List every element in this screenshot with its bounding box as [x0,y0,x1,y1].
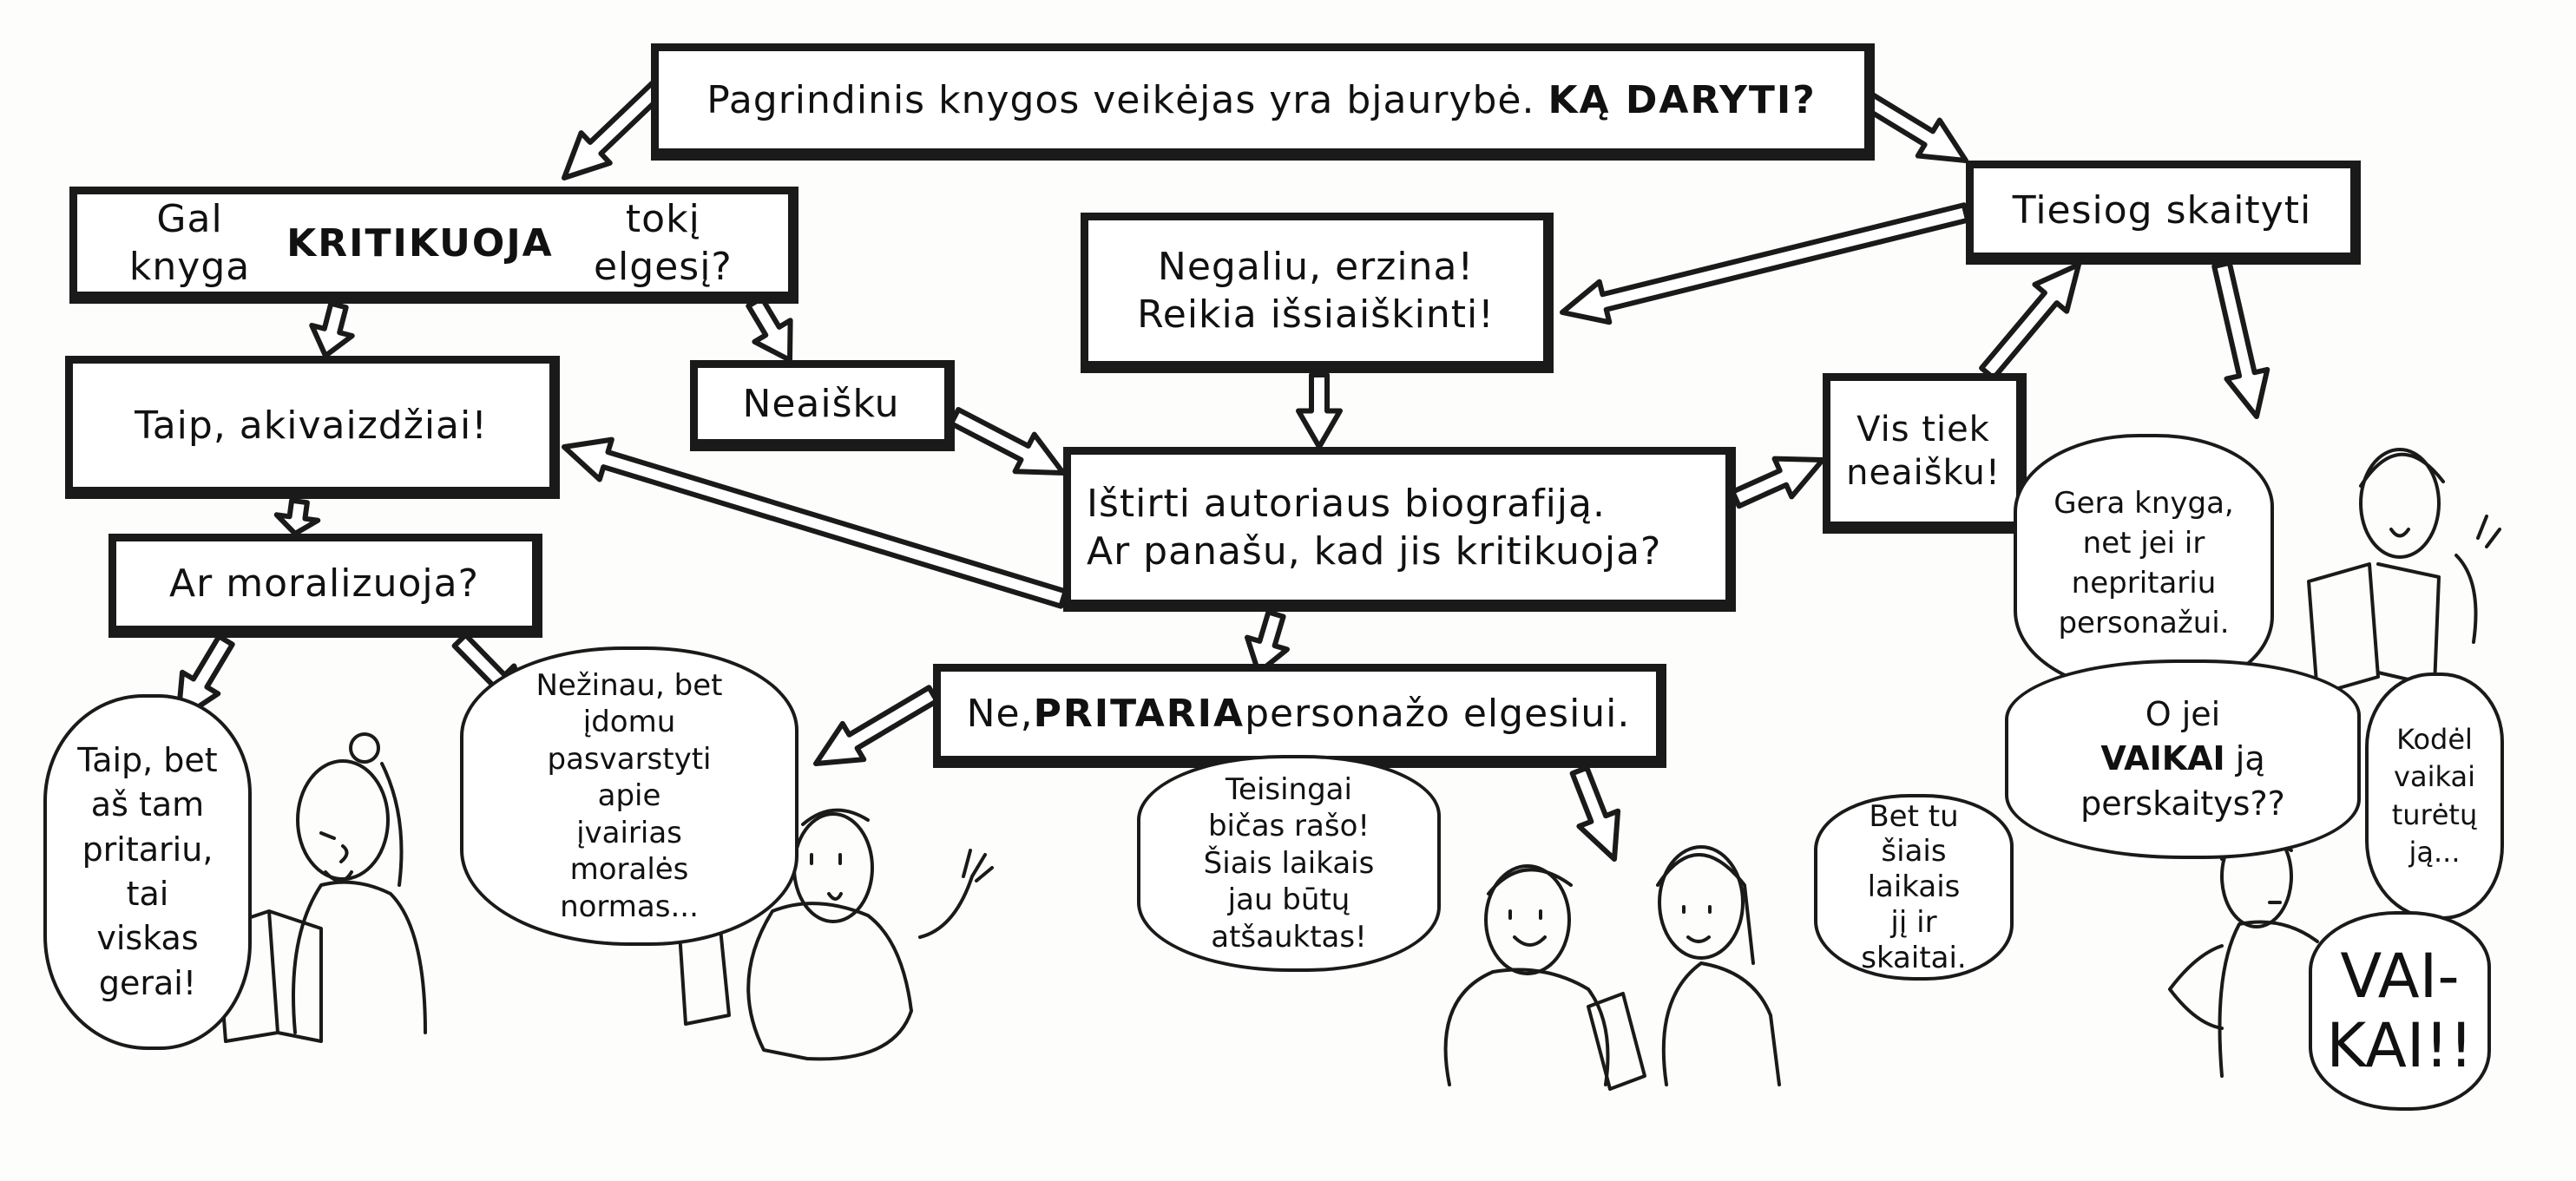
critique-text-b: tokį elgesį? [593,197,733,289]
cant-stand-line2: Reikia išsiaiškinti! [1137,292,1495,337]
bubble-line: VAI- [2340,940,2460,1012]
flow-arrow [1296,372,1343,449]
bubble-line: atšauktas! [1211,919,1367,955]
bubble-agree-ok: Taip, bet aš tam pritariu, tai viskas gerai! [43,694,252,1050]
bubble-line: pritariu, [82,830,214,869]
unclear-text: Neaišku [742,381,900,426]
bubble-line: laikais [1867,869,1961,905]
start-text: Pagrindinis knygos veikėjas yra bjaurybė… [706,77,1535,122]
bubble-line: apie [597,778,661,814]
bubble-line: įdomu [582,705,676,740]
research-line2: Ar panašu, kad jis kritikuoja? [1087,528,1662,574]
bubble-line: tai [126,875,169,913]
start-box: Pagrindinis knygos veikėjas yra bjaurybė… [651,43,1875,161]
bubble-emphasis: VAIKAI [2100,739,2225,778]
just-read-text: Tiesiog skaityti [2012,188,2312,233]
bubble-line: Nežinau, bet [536,667,723,703]
bubble-line: pasvarstyti [547,741,712,777]
flow-arrow [1979,262,2081,381]
critique-text-a: Gal knyga [128,197,251,289]
bubble-line: jį ir [1890,904,1937,940]
bubble-line: Gera knyga, [2054,486,2234,522]
bubble-line: Teisingai [1226,771,1352,807]
bubble-line: Bet tu [1869,798,1959,834]
flow-arrow [309,300,355,358]
research-box: Ištirti autoriaus biografiją. Ar panašu,… [1063,447,1736,612]
bubble-line: šiais [1881,834,1947,869]
bubble-line: įvairias [576,815,682,850]
flow-arrow [273,497,321,536]
figure-person-with-book [2307,448,2501,696]
bubble-line: net jei ir [2082,526,2205,561]
unclear-box: Neaišku [690,360,955,451]
start-question: KĄ DARYTI? [1548,77,1817,122]
moralizes-text: Ar moralizuoja? [169,561,479,606]
flow-arrow [1569,764,1621,862]
still-unclear-line2: neaišku! [1846,453,2001,493]
bubble-line: nepritariu [2071,566,2217,600]
approves-text-b: personažo elgesiui. [1245,692,1631,736]
flow-arrow [948,407,1066,476]
figure-man-arms-akimbo [2168,824,2319,1078]
research-line1: Ištirti autoriaus biografiją. [1087,481,1606,526]
still-unclear-box: Vis tiek neaišku! [1823,373,2027,534]
bubble-line: aš tam [90,785,205,824]
bubble-line: vaikai [2394,760,2475,794]
bubble-line: viskas [96,919,199,958]
approves-text-a: Ne, [966,692,1034,736]
bubble-kids-shout: VAI-KAI!! [2309,911,2491,1111]
bubble-line: ją [2224,739,2265,778]
flow-arrow [1859,90,1968,163]
bubble-line: O jei [2145,695,2221,734]
cant-stand-box: Negaliu, erzina! Reikia išsiaiškinti! [1081,213,1554,373]
still-unclear-line1: Vis tiek [1856,410,1990,449]
flow-arrow [1560,202,1971,325]
yes-obviously-text: Taip, akivaizdžiai! [135,403,488,448]
critique-text-em: KRITIKUOJA [286,220,554,266]
flow-arrow [1245,609,1290,675]
yes-obviously-box: Taip, akivaizdžiai! [65,356,560,499]
bubble-line: skaitai. [1861,940,1967,975]
bubble-good-book: Gera knyga, net jei ir nepritariu personažu… [2014,434,2274,694]
bubble-line: Taip, bet [77,741,218,780]
bubble-line: normas... [560,889,699,924]
bubble-line: moralės [569,852,689,888]
bubble-line: personažui. [2058,605,2230,640]
figure-woman-speaking [1656,845,1781,1086]
figure-man-phone [1443,864,1646,1091]
flow-arrow [2211,259,2270,419]
bubble-line: KAI!! [2326,1010,2474,1081]
flow-arrow [1730,456,1825,509]
flow-arrow [562,436,1068,609]
figure-woman-reading [215,732,427,1043]
just-read-box: Tiesiog skaityti [1966,161,2361,265]
bubble-line: ją... [2408,835,2461,869]
moralizes-box: Ar moralizuoja? [108,534,542,638]
approves-box: Ne, PRITARIA personažo elgesiui. [933,664,1666,768]
bubble-line: gerai! [98,963,197,1002]
critique-box: Gal knyga KRITIKUOJA tokį elgesį? [69,187,798,304]
approves-text-em: PRITARIA [1033,692,1245,736]
bubble-line: Kodėl [2396,723,2473,757]
bubble-line: turėtų [2391,797,2478,831]
bubble-line: bičas rašo! [1207,809,1370,844]
bubble-line: jau būtų [1227,882,1350,918]
flow-arrow [813,685,940,766]
cant-stand-line1: Negaliu, erzina! [1157,245,1475,289]
bubble-line: perskaitys?? [2080,784,2285,823]
bubble-line: Šiais laikais [1203,845,1375,881]
